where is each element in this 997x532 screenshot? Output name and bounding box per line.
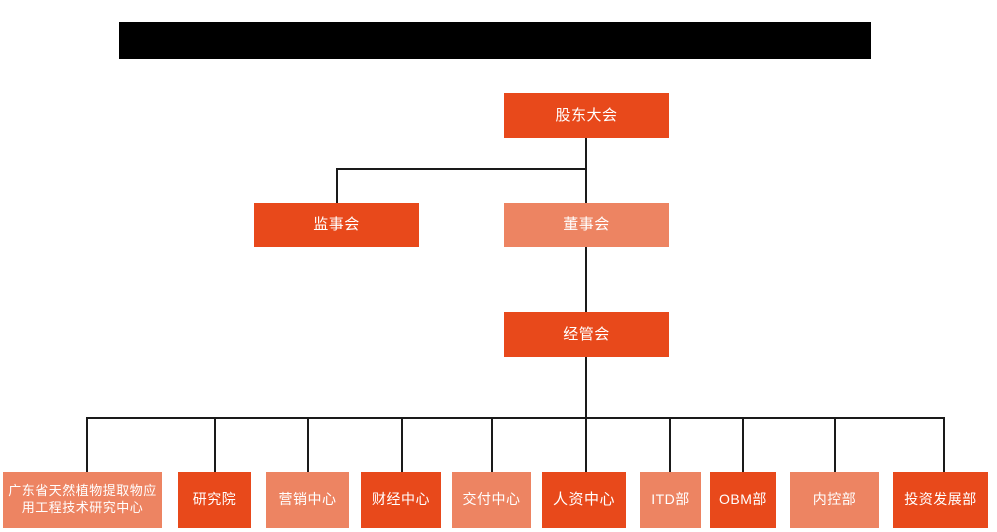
- department-label: 广东省天然植物提取物应用工程技术研究中心: [4, 483, 161, 516]
- connector-drop-3: [307, 417, 309, 472]
- node-board-of-directors[interactable]: 董事会: [504, 203, 669, 247]
- department-label: ITD部: [651, 491, 690, 508]
- department-box-itd[interactable]: ITD部: [640, 472, 701, 528]
- node-label: 经管会: [563, 325, 610, 343]
- connector-drop-8: [742, 417, 744, 472]
- connector-drop-4: [401, 417, 403, 472]
- department-label: 投资发展部: [904, 491, 977, 508]
- node-board-of-supervisors[interactable]: 监事会: [254, 203, 419, 247]
- department-box-guangdong-research-center[interactable]: 广东省天然植物提取物应用工程技术研究中心: [3, 472, 162, 528]
- department-label: 财经中心: [372, 491, 430, 508]
- department-label: 研究院: [192, 491, 237, 508]
- connector-supervisors-down: [336, 168, 338, 204]
- department-label: 交付中心: [462, 491, 521, 508]
- node-label: 监事会: [313, 216, 360, 234]
- connector-department-bus: [86, 417, 944, 419]
- department-box-marketing-center[interactable]: 营销中心: [266, 472, 349, 528]
- department-box-investment-development[interactable]: 投资发展部: [893, 472, 988, 528]
- node-management-committee[interactable]: 经管会: [504, 312, 669, 357]
- department-label: 人资中心: [552, 491, 615, 509]
- department-box-finance-center[interactable]: 财经中心: [361, 472, 441, 528]
- department-box-delivery-center[interactable]: 交付中心: [452, 472, 531, 528]
- connector-directors-down: [585, 168, 587, 204]
- connector-directors-to-management: [585, 242, 587, 312]
- connector-management-down: [585, 357, 587, 419]
- department-label: 营销中心: [278, 491, 337, 508]
- node-shareholders-meeting[interactable]: 股东大会: [504, 93, 669, 138]
- department-label: 内控部: [812, 491, 857, 508]
- node-label: 股东大会: [555, 106, 618, 124]
- connector-drop-1: [86, 417, 88, 472]
- connector-row2-horizontal: [336, 168, 587, 170]
- department-label-line1: 广东省天然植物提取物应: [8, 483, 157, 499]
- connector-drop-6: [585, 417, 587, 472]
- department-box-internal-control[interactable]: 内控部: [790, 472, 879, 528]
- connector-shareholders-down: [585, 138, 587, 170]
- department-box-research-institute[interactable]: 研究院: [178, 472, 251, 528]
- redacted-title-bar: [119, 22, 871, 59]
- connector-drop-10: [943, 417, 945, 472]
- department-label: OBM部: [719, 491, 767, 508]
- department-box-hr-center[interactable]: 人资中心: [542, 472, 626, 528]
- connector-drop-5: [491, 417, 493, 472]
- node-label: 董事会: [563, 216, 610, 234]
- department-box-obm[interactable]: OBM部: [710, 472, 776, 528]
- connector-drop-9: [834, 417, 836, 472]
- connector-drop-2: [214, 417, 216, 472]
- connector-drop-7: [669, 417, 671, 472]
- department-label-line2: 用工程技术研究中心: [21, 500, 144, 515]
